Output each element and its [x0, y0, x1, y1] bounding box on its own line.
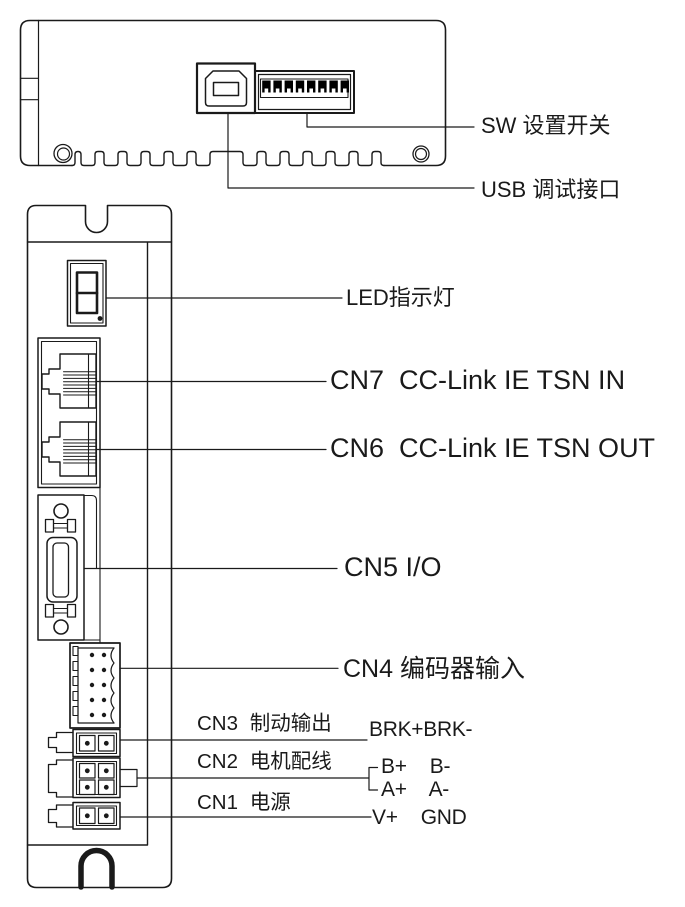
leader-line-cn2 — [136, 766, 379, 791]
vent-slots — [71, 150, 385, 167]
panel-step-edge — [83, 486, 101, 644]
label-cn6: CN6 CC-Link IE TSN OUT — [330, 433, 656, 463]
panel-divider-lines — [26, 241, 173, 846]
label-sw-switch: SW 设置开关 — [481, 113, 611, 138]
dip-switch-icon — [254, 70, 355, 114]
leader-line-usb — [227, 112, 475, 189]
label-cn3: CN3 制动输出 — [197, 712, 332, 735]
pin-connector-cn1-icon — [72, 801, 121, 830]
chassis-tab — [47, 731, 74, 754]
mounting-hole-icon — [53, 143, 73, 164]
label-cn2-pins-row2: A+ A- — [381, 778, 449, 801]
rj45-block — [37, 337, 101, 489]
label-cn1-pins: V+ GND — [372, 806, 467, 829]
top-view-outline — [19, 19, 447, 167]
leader-line-sw — [306, 112, 475, 128]
label-led: LED指示灯 — [346, 285, 455, 310]
label-cn3-pins: BRK+BRK- — [369, 718, 473, 741]
label-usb-debug: USB 调试接口 — [481, 177, 621, 202]
label-cn5: CN5 I/O — [344, 552, 442, 582]
cn2-side-tab — [119, 768, 138, 788]
io-connector-cn5-icon — [37, 494, 85, 641]
encoder-connector-cn4-icon — [69, 642, 121, 729]
label-cn1: CN1 电源 — [197, 791, 291, 814]
pin-connector-cn3-icon — [72, 728, 121, 758]
label-cn2: CN2 电机配线 — [197, 750, 332, 773]
usb-port-icon — [195, 62, 257, 115]
chassis-tab — [47, 759, 74, 798]
label-cn4: CN4 编码器输入 — [343, 655, 525, 683]
front-view-outline — [26, 204, 173, 890]
led-display-icon — [66, 259, 107, 327]
rj45-jack-cn7-icon — [41, 353, 97, 409]
label-cn2-pins-row1: B+ B- — [381, 755, 451, 778]
label-cn7: CN7 CC-Link IE TSN IN — [330, 365, 626, 395]
mounting-hole-icon — [412, 145, 430, 163]
chassis-tab — [47, 804, 74, 828]
bottom-keyhole-notch — [78, 847, 115, 890]
rj45-jack-cn6-icon — [41, 421, 97, 477]
pin-connector-cn2-icon — [72, 757, 138, 799]
flange-edge — [19, 19, 40, 167]
